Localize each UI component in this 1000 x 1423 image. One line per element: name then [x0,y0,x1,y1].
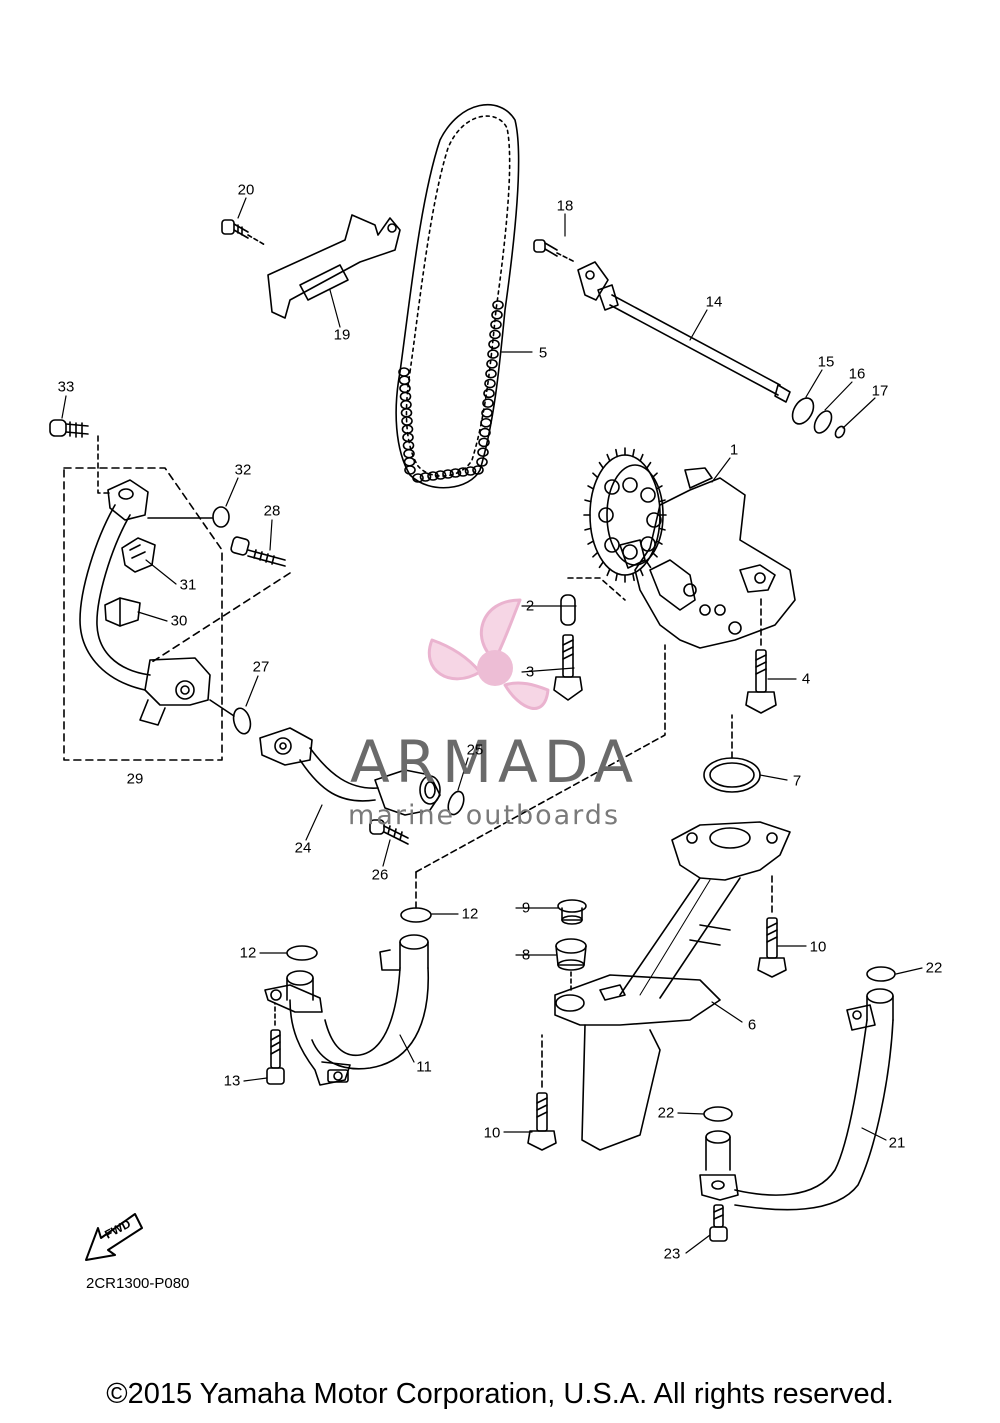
callout-3: 3 [525,663,535,681]
callout-10: 10 [483,1124,501,1142]
bracket-19 [267,214,401,319]
strainer-6 [554,821,791,1151]
bolt-23 [709,1204,728,1242]
callout-9: 9 [521,899,531,917]
o-ring-32 [147,506,230,528]
callout-5: 5 [538,344,548,362]
o-ring-7 [703,714,761,793]
callout-32: 32 [234,461,252,479]
oil-pipe-assembly-29 [79,479,211,726]
watermark-title: ARMADA [350,728,640,796]
callout-13: 13 [223,1072,241,1090]
callout-10: 10 [809,938,827,956]
assembly-box-29 [63,467,223,761]
oil-pump-1 [583,447,796,649]
bolt-28 [151,536,291,663]
watermark-logo [427,598,550,710]
callout-6: 6 [747,1016,757,1034]
callout-30: 30 [170,612,188,630]
bolt-26 [369,819,409,845]
callout-24: 24 [294,839,312,857]
bolt-10-left [527,1034,557,1151]
oil-pipe-24 [259,727,441,816]
callout-19: 19 [333,326,351,344]
screw-20 [221,219,266,246]
oil-pipe-11 [264,644,666,1086]
o-ring-25 [447,790,465,816]
callout-29: 29 [126,770,144,788]
bolt-3 [553,634,583,701]
callout-14: 14 [705,293,723,311]
leader-lines [61,197,923,1254]
callout-12: 12 [461,905,479,923]
callout-31: 31 [179,576,197,594]
o-ring-12-b [286,945,318,961]
callout-22: 22 [925,959,943,977]
fwd-arrow-icon [85,1213,143,1261]
o-ring-27 [209,699,252,735]
callout-7: 7 [792,772,802,790]
oil-pipe-14 [577,261,791,403]
timing-chain [395,104,520,489]
pin-2 [560,577,626,626]
bolt-4 [745,594,777,714]
callout-17: 17 [871,382,889,400]
watermark-subtitle: marine outboards [348,800,621,831]
screw-33 [49,419,111,494]
diagram-code: 2CR1300-P080 [86,1275,190,1292]
callout-8: 8 [521,946,531,964]
callout-15: 15 [817,353,835,371]
bushing-9 [557,899,587,925]
callout-12: 12 [239,944,257,962]
copyright: ©2015 Yamaha Motor Corporation, U.S.A. A… [106,1378,894,1410]
callout-26: 26 [371,866,389,884]
bolt-10-right [757,874,787,978]
bolt-13 [266,1002,285,1085]
o-ring-22-a [866,966,896,982]
callout-27: 27 [252,658,270,676]
callout-21: 21 [888,1134,906,1152]
o-ring-12-a [400,907,432,923]
o-ring-22-b [703,1106,733,1122]
callout-1: 1 [729,441,739,459]
callout-25: 25 [466,741,484,759]
callout-2: 2 [525,597,535,615]
screw-18 [533,239,576,263]
callout-23: 23 [663,1245,681,1263]
o-rings-15-17 [791,397,846,439]
callout-16: 16 [848,365,866,383]
oil-pipe-21 [699,988,894,1211]
callout-4: 4 [801,670,811,688]
callout-11: 11 [416,1058,432,1076]
callout-33: 33 [57,378,75,396]
callout-22: 22 [657,1104,675,1122]
grommet-8 [555,938,587,991]
clamp-31 [121,537,156,573]
callout-20: 20 [237,181,255,199]
callout-28: 28 [263,502,281,520]
callout-18: 18 [556,197,574,215]
clamp-30 [104,597,141,627]
